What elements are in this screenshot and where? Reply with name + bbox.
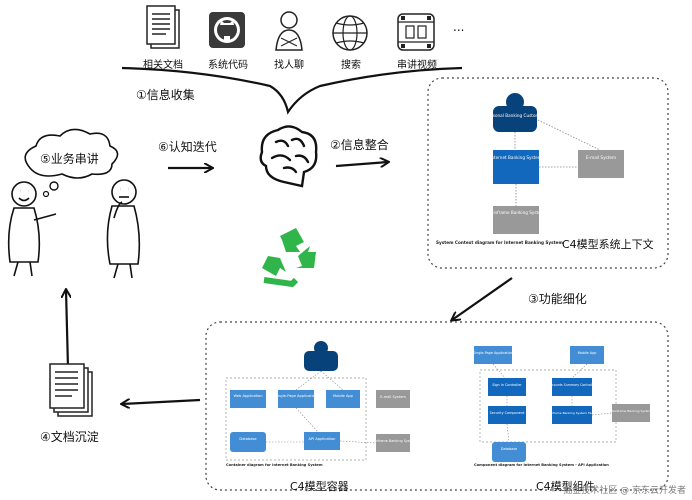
- present-arrow: [66, 290, 68, 369]
- component-caption: C4模型组件: [536, 480, 595, 493]
- step-refine: ③功能细化: [528, 292, 587, 306]
- svg-text:API Application: API Application: [309, 437, 336, 441]
- svg-text:Database: Database: [239, 437, 257, 441]
- speaker-figure-left: [7, 181, 57, 277]
- svg-text:Web Application: Web Application: [233, 394, 262, 398]
- stacked-documents-icon: [49, 363, 93, 417]
- globe-icon: [332, 15, 368, 51]
- search-label: 搜索: [341, 60, 361, 71]
- svg-text:Single-Page Application: Single-Page Application: [275, 394, 317, 398]
- svg-text:Single-Page Application: Single-Page Application: [473, 351, 513, 355]
- container-caption: C4模型容器: [290, 480, 349, 493]
- person-label: 找人聊: [274, 60, 304, 71]
- svg-text:Database: Database: [501, 447, 517, 451]
- svg-text:System Context diagram for Int: System Context diagram for Internet Bank…: [436, 240, 563, 245]
- svg-text:Mainframe Banking System: Mainframe Banking System: [370, 439, 417, 443]
- video-icon: [397, 13, 435, 51]
- collect-funnel-curve: [121, 66, 463, 115]
- step-integrate: ②信息整合: [330, 138, 389, 152]
- svg-text:Mainframe Banking System: Mainframe Banking System: [610, 409, 651, 413]
- svg-text:Mainframe Banking System Facad: Mainframe Banking System Facade: [546, 411, 599, 415]
- step-collect: ①信息收集: [136, 88, 195, 102]
- context-diagram: Personal Banking Customer Internet Banki…: [436, 93, 624, 245]
- speech-cloud: [24, 128, 119, 198]
- svg-text:E-mail System: E-mail System: [586, 155, 616, 160]
- step-document: ④文档沉淀: [40, 430, 99, 444]
- step-present: ⑤业务串讲: [40, 152, 99, 166]
- brain-icon: [259, 125, 318, 188]
- component-diagram: Single-Page Application Mobile App Sign …: [473, 346, 652, 467]
- svg-text:Internet Banking System: Internet Banking System: [490, 155, 542, 160]
- svg-text:Security Component: Security Component: [490, 411, 525, 415]
- context-panel: [427, 77, 669, 269]
- svg-text:Component diagram for Internet: Component diagram for Internet Banking S…: [474, 463, 609, 467]
- svg-text:Container diagram for Internet: Container diagram for Internet Banking S…: [226, 463, 323, 467]
- document-icon: [146, 5, 180, 49]
- step-iterate: ⑥认知迭代: [158, 140, 217, 154]
- svg-text:Sign In Controller: Sign In Controller: [492, 383, 522, 387]
- watermark: 掘金技术社区 @ 京东云开发者: [563, 486, 686, 496]
- svg-text:Mobile App: Mobile App: [578, 351, 597, 355]
- integrate-arrow: [335, 162, 388, 166]
- svg-text:Mainframe Banking System: Mainframe Banking System: [487, 210, 545, 215]
- code-label: 系统代码: [208, 60, 248, 71]
- video-label: 串讲视频: [397, 60, 437, 71]
- container-diagram: Web Application Single-Page Application …: [225, 341, 417, 467]
- context-caption: C4模型系统上下文: [562, 238, 654, 251]
- svg-text:Accounts Summary Controller: Accounts Summary Controller: [548, 383, 596, 387]
- listener-figure-right: [106, 179, 141, 279]
- document-arrow: [122, 400, 201, 404]
- svg-text:E-mail System: E-mail System: [380, 395, 406, 399]
- more-label: ...: [453, 20, 465, 34]
- refine-arrow: [452, 277, 513, 320]
- svg-text:Personal Banking Customer: Personal Banking Customer: [486, 113, 544, 118]
- docs-label: 相关文档: [143, 60, 183, 71]
- svg-text:Mobile App: Mobile App: [333, 394, 354, 398]
- recycle-icon: [262, 228, 316, 288]
- person-icon: [275, 11, 303, 51]
- github-icon: [209, 12, 245, 48]
